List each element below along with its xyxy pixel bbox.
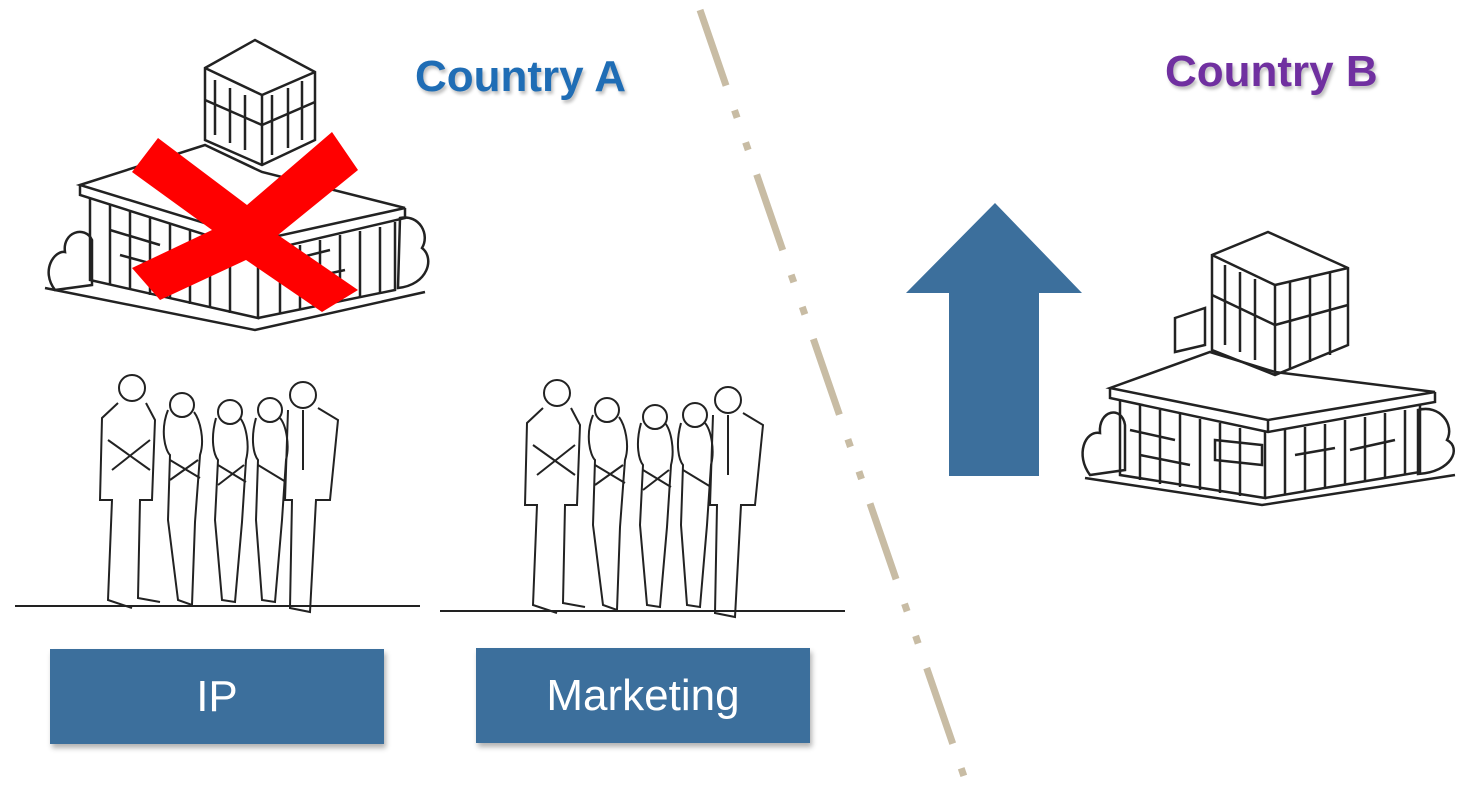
- country-b-label: Country B: [1165, 47, 1378, 96]
- ip-function-box: IP: [50, 649, 384, 744]
- ip-function-label: IP: [196, 671, 238, 721]
- marketing-function-box: Marketing: [476, 648, 810, 743]
- country-a-label: Country A: [415, 52, 627, 101]
- marketing-function-label: Marketing: [546, 670, 740, 720]
